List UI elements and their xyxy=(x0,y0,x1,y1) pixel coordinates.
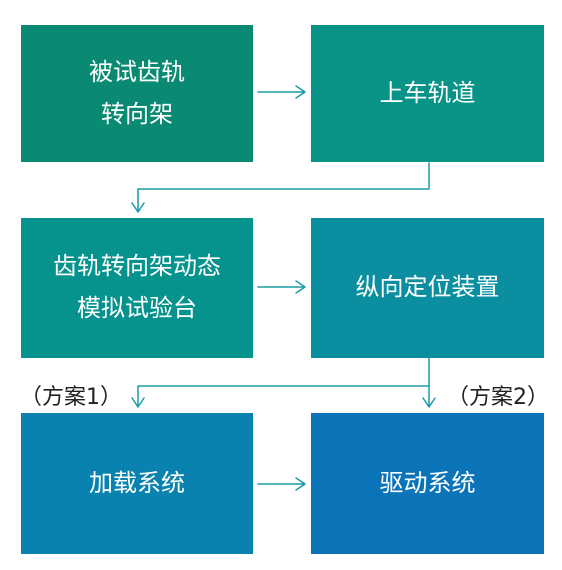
arrow-b4-to-b5 xyxy=(131,357,430,408)
node-tested-rack-bogie: 被试齿轨 转向架 xyxy=(21,25,253,162)
arrow-b4-to-b6 xyxy=(422,385,436,408)
arrow-b5-to-b6 xyxy=(257,477,306,491)
node-label-line: 上车轨道 xyxy=(379,78,476,107)
edge-label-option-2: （方案2） xyxy=(447,385,549,410)
arrow-b3-to-b4 xyxy=(257,280,306,294)
node-label-line: 齿轨转向架动态 xyxy=(53,252,221,281)
node-label-line: 驱动系统 xyxy=(379,468,476,497)
node-boarding-track: 上车轨道 xyxy=(311,25,544,162)
node-longitudinal-positioning: 纵向定位装置 xyxy=(311,218,544,358)
node-label-line: 转向架 xyxy=(101,99,173,128)
node-drive-system: 驱动系统 xyxy=(311,413,544,554)
arrow-b2-to-b3 xyxy=(131,162,430,213)
node-loading-system: 加载系统 xyxy=(21,413,253,554)
edge-label-option-1: （方案1） xyxy=(20,385,122,410)
node-label-line: 纵向定位装置 xyxy=(355,273,500,302)
node-dynamic-test-rig: 齿轨转向架动态 模拟试验台 xyxy=(21,218,253,358)
node-label-line: 被试齿轨 xyxy=(89,57,185,86)
node-label-line: 加载系统 xyxy=(89,468,185,497)
arrow-b1-to-b2 xyxy=(257,85,306,99)
node-label-line: 模拟试验台 xyxy=(77,294,197,322)
